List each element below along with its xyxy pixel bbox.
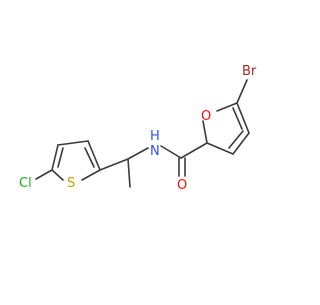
bond-ch-methyl [127,158,131,188]
bond-carbonyl-n [160,145,182,159]
bond-c3-c4-double [232,132,250,155]
amide-hydrogen-label: H [150,129,160,144]
bond-c5-o1 [216,102,238,112]
bond-s-c5 [51,169,64,181]
bonds [35,79,250,188]
bromine-label: Br [242,64,257,79]
bond-c5-c4-double [51,144,59,171]
bond-c2-c3 [206,142,234,155]
bond-c3-c2-inner [84,147,95,168]
structure-canvas: Br O H N O S Cl [19,64,257,193]
bond-ch-thiophene [99,158,129,171]
bond-c4-c3 [57,140,89,146]
amide-nitrogen-label: N [150,144,160,159]
bond-c4-c5-inner [232,107,243,130]
bond-thio-c2-s [81,169,101,181]
bond-c5-c4-inner [57,147,64,168]
thiophene-sulfur-label: S [67,176,75,191]
atom-labels: Br O H N O S Cl [19,64,257,193]
carbonyl-oxygen-label: O [177,178,187,193]
chlorine-label: Cl [19,176,32,191]
bond-o1-c2 [202,120,208,144]
bond-c2-carbonyl [180,142,208,159]
bond-c4-c5-double [236,102,250,134]
molecule-diagram: Br O H N O S Cl [19,64,257,193]
bond-c5-br [236,79,248,104]
bond-c3-c2-double [87,140,101,171]
bond-c5-cl [35,169,53,180]
bond-c3-c4-inner [228,130,244,149]
bond-n-ch [127,147,149,160]
furan-oxygen-label: O [201,109,211,124]
